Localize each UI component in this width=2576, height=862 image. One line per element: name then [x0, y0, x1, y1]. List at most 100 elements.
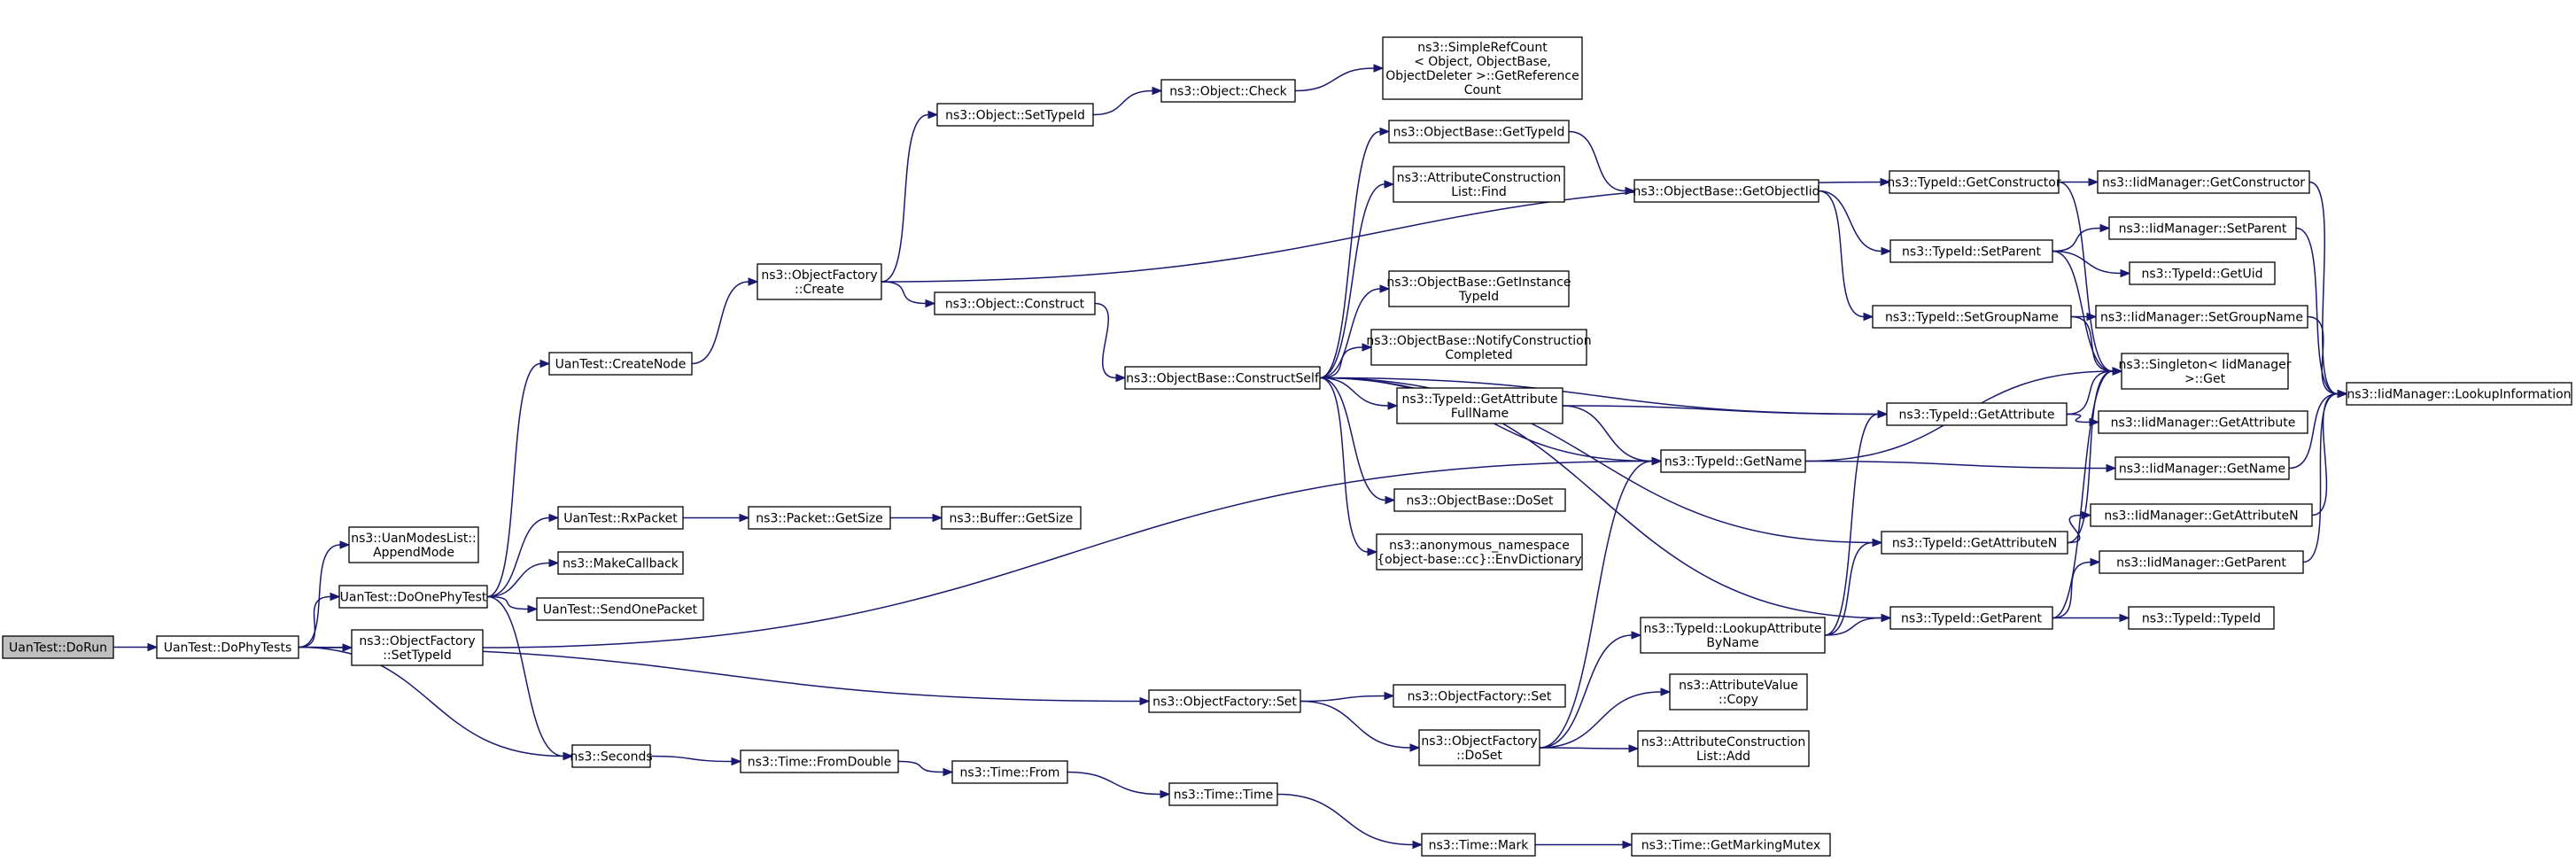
node-tid-getconstructor[interactable]: ns3::TypeId::GetConstructor — [1887, 170, 2061, 194]
node-label: UanTest::CreateNode — [555, 358, 687, 372]
edge-iid-getattributen-to-iid-lookupinformation — [2311, 389, 2348, 516]
node-time-getmarkingmutex[interactable]: ns3::Time::GetMarkingMutex — [1631, 833, 1831, 857]
node-box — [338, 585, 488, 609]
node-rxpacket[interactable]: UanTest::RxPacket — [557, 506, 684, 530]
node-time-time[interactable]: ns3::Time::Time — [1168, 782, 1278, 806]
node-of-set2[interactable]: ns3::ObjectFactory::Set — [1393, 684, 1566, 708]
node-box — [1168, 782, 1278, 806]
node-createnode[interactable]: UanTest::CreateNode — [548, 352, 693, 376]
edge-line — [2288, 392, 2339, 470]
node-dophytests[interactable]: UanTest::DoPhyTests — [156, 635, 299, 659]
edge-arrowhead — [2099, 223, 2111, 233]
node-of-set[interactable]: ns3::ObjectFactory::Set — [1148, 689, 1301, 713]
node-makecallback[interactable]: ns3::MakeCallback — [557, 551, 684, 575]
edge-line — [2052, 561, 2091, 619]
node-box — [757, 263, 882, 300]
node-seconds[interactable]: ns3::Seconds — [570, 744, 653, 768]
node-dorun[interactable]: UanTest::DoRun — [2, 635, 114, 659]
node-envdictionary[interactable]: ns3::anonymous_namespace{object-base::cc… — [1376, 533, 1583, 571]
edge-line — [2307, 315, 2339, 395]
edge-ob-constructself-to-acl-find — [1319, 180, 1395, 379]
edge-arrowhead — [2337, 389, 2348, 399]
node-of-create[interactable]: ns3::ObjectFactory::Create — [757, 263, 882, 300]
node-time-mark[interactable]: ns3::Time::Mark — [1421, 833, 1536, 857]
node-iid-setgroupname[interactable]: ns3::IidManager::SetGroupName — [2095, 305, 2308, 329]
node-label: ns3::IidManager::GetParent — [2116, 556, 2286, 571]
node-iid-lookupinformation[interactable]: ns3::IidManager::LookupInformation — [2346, 382, 2572, 406]
edge-tid-lookupattributebyname-to-tid-getattributen — [1824, 538, 1883, 636]
node-singleton-get[interactable]: ns3::Singleton< IidManager >::Get — [2119, 353, 2292, 390]
node-ob-constructself[interactable]: ns3::ObjectBase::ConstructSelf — [1124, 366, 1321, 390]
node-iid-getconstructor[interactable]: ns3::IidManager::GetConstructor — [2097, 170, 2310, 194]
edge-arrowhead — [1384, 180, 1395, 189]
node-simplerefcount[interactable]: ns3::SimpleRefCount< Object, ObjectBase,… — [1382, 36, 1583, 100]
node-tid-typeid[interactable]: ns3::TypeId::TypeId — [2128, 606, 2275, 630]
edge-arrowhead — [1660, 687, 1672, 696]
node-iid-getattribute[interactable]: ns3::IidManager::GetAttribute — [2098, 410, 2308, 434]
node-obj-settypeid[interactable]: ns3::Object::SetTypeId — [936, 103, 1094, 127]
node-time-from[interactable]: ns3::Time::From — [951, 760, 1068, 784]
node-iid-setparent[interactable]: ns3::IidManager::SetParent — [2108, 216, 2297, 240]
node-of-doset[interactable]: ns3::ObjectFactory::DoSet — [1418, 729, 1540, 766]
node-label: ns3::IidManager::GetConstructor — [2102, 176, 2305, 190]
node-iid-getparent[interactable]: ns3::IidManager::GetParent — [2099, 550, 2304, 574]
node-iid-getname[interactable]: ns3::IidManager::GetName — [2114, 456, 2290, 480]
node-box — [557, 551, 684, 575]
node-obj-check[interactable]: ns3::Object::Check — [1160, 79, 1296, 103]
node-box — [557, 506, 684, 530]
node-box — [548, 352, 693, 376]
node-tid-setparent[interactable]: ns3::TypeId::SetParent — [1889, 239, 2053, 263]
node-pkt-getsize[interactable]: ns3::Packet::GetSize — [748, 506, 891, 530]
node-of-settypeid[interactable]: ns3::ObjectFactory::SetTypeId — [351, 629, 484, 666]
node-doonephytest[interactable]: UanTest::DoOnePhyTest — [338, 585, 488, 609]
edge-iid-getparent-to-iid-lookupinformation — [2302, 389, 2348, 563]
edge-of-doset-to-tid-lookupattributebyname — [1539, 631, 1642, 749]
edge-line — [1539, 691, 1662, 749]
edge-line — [1092, 89, 1153, 116]
node-ob-doset[interactable]: ns3::ObjectBase::DoSet — [1393, 488, 1566, 512]
edge-of-doset-to-tid-getname — [1539, 456, 1663, 749]
node-sendonepacket[interactable]: UanTest::SendOnePacket — [536, 597, 704, 621]
node-label: ns3::TypeId::GetConstructor — [1887, 176, 2060, 190]
node-tid-getattributen[interactable]: ns3::TypeId::GetAttributeN — [1881, 531, 2068, 555]
node-box — [1370, 329, 1587, 366]
node-box — [2, 635, 114, 659]
node-tid-getparent[interactable]: ns3::TypeId::GetParent — [1889, 606, 2053, 630]
node-time-fromdouble[interactable]: ns3::Time::FromDouble — [740, 749, 899, 773]
edge-arrowhead — [1362, 343, 1373, 352]
edge-line — [1824, 541, 1874, 636]
edge-line — [1824, 617, 1882, 636]
edge-obj-construct-to-ob-constructself — [1094, 302, 1127, 383]
edge-ob-gettypeid-to-ob-getobjectiid — [1568, 130, 1636, 196]
node-label: >::Get — [2184, 372, 2226, 386]
node-ob-notifyconstruction[interactable]: ns3::ObjectBase::NotifyConstructionCompl… — [1366, 329, 1592, 366]
edge-arrowhead — [2081, 510, 2092, 520]
edge-arrowhead — [1115, 373, 1127, 383]
edge-of-set-to-of-doset — [1300, 700, 1421, 752]
edge-arrowhead — [927, 110, 939, 120]
node-buf-getsize[interactable]: ns3::Buffer::GetSize — [941, 506, 1082, 530]
node-tid-getuid[interactable]: ns3::TypeId::GetUid — [2129, 261, 2276, 285]
node-box — [1388, 270, 1570, 307]
node-ob-gettypeid[interactable]: ns3::ObjectBase::GetTypeId — [1388, 120, 1570, 144]
edge-arrowhead — [1379, 127, 1391, 136]
node-av-copy[interactable]: ns3::AttributeValue::Copy — [1669, 673, 1808, 711]
node-box — [536, 597, 704, 621]
node-tid-getattribute[interactable]: ns3::TypeId::GetAttribute — [1886, 402, 2068, 426]
edge-tid-lookupattributebyname-to-tid-getattribute — [1824, 409, 1889, 636]
edge-tid-getattributefullname-to-tid-getname — [1562, 405, 1663, 466]
node-tid-getname[interactable]: ns3::TypeId::GetName — [1660, 449, 1806, 473]
node-label: ns3::IidManager::SetParent — [2119, 222, 2287, 237]
node-iid-getattributen[interactable]: ns3::IidManager::GetAttributeN — [2090, 503, 2313, 527]
node-appendmode[interactable]: ns3::UanModesList::AppendMode — [348, 526, 479, 563]
edge-line — [1300, 695, 1385, 703]
edge-arrowhead — [1367, 547, 1378, 556]
node-ob-getobjectiid[interactable]: ns3::ObjectBase::GetObjectIid — [1633, 179, 1820, 203]
node-obj-construct[interactable]: ns3::Object::Construct — [934, 291, 1096, 315]
node-tid-setgroupname[interactable]: ns3::TypeId::SetGroupName — [1872, 305, 2072, 329]
